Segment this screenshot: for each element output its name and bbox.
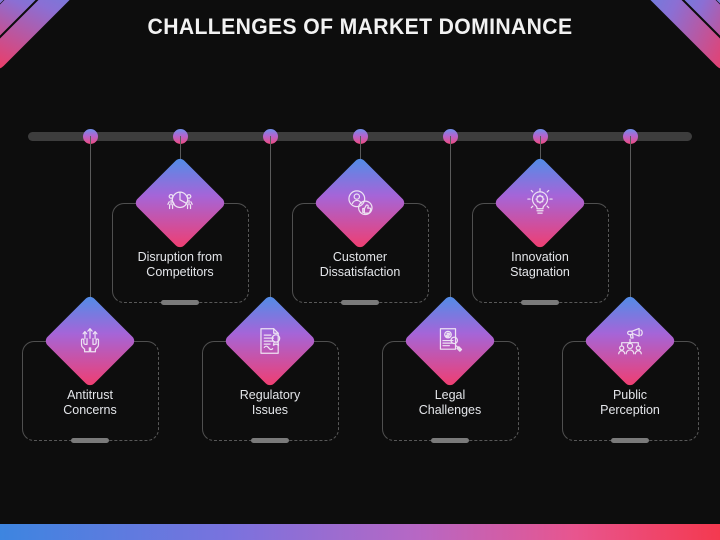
challenge-card-label: Legal Challenges	[418, 388, 482, 417]
card-bottom-pill	[611, 438, 649, 443]
challenge-card[interactable]: Customer Dissatisfaction	[291, 203, 429, 305]
challenge-card-label: Regulatory Issues	[239, 388, 301, 417]
card-bottom-pill	[71, 438, 109, 443]
bottom-gradient-bar	[0, 524, 720, 540]
card-bottom-pill	[521, 300, 559, 305]
connector-line	[90, 136, 91, 308]
connector-line	[270, 136, 271, 308]
challenge-card-label: Public Perception	[600, 388, 660, 417]
challenge-card[interactable]: Disruption from Competitors	[111, 203, 249, 305]
card-bottom-pill	[341, 300, 379, 305]
connector-line	[450, 136, 451, 308]
decorative-stripe	[696, 0, 720, 42]
connector-line	[180, 136, 181, 170]
connector-line	[540, 136, 541, 170]
card-bottom-pill	[161, 300, 199, 305]
challenge-card[interactable]: Innovation Stagnation	[471, 203, 609, 305]
challenge-card-label: Customer Dissatisfaction	[319, 250, 401, 279]
challenge-card-label: Innovation Stagnation	[510, 250, 570, 279]
card-bottom-pill	[431, 438, 469, 443]
card-bottom-pill	[251, 438, 289, 443]
challenge-card-label: Disruption from Competitors	[137, 250, 223, 279]
connector-line	[360, 136, 361, 170]
challenge-card-label: Antitrust Concerns	[63, 388, 117, 417]
connector-line	[630, 136, 631, 308]
slide-title: CHALLENGES OF MARKET DOMINANCE	[147, 14, 573, 39]
decorative-stripe	[0, 0, 24, 42]
